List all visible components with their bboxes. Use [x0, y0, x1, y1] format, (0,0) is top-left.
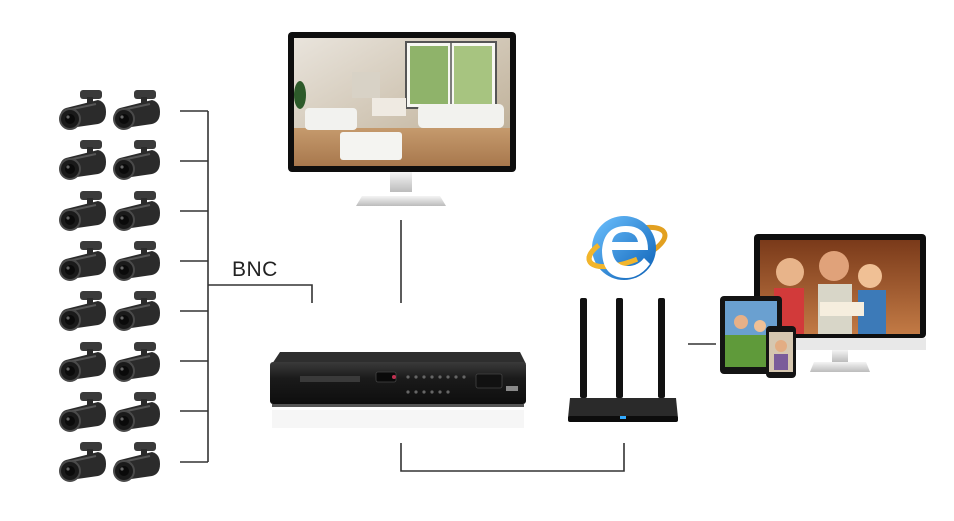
wifi-router-icon — [568, 298, 678, 422]
dvr-icon — [270, 352, 526, 428]
camera-icon — [110, 189, 164, 237]
camera-icon — [110, 440, 164, 488]
camera-icon — [110, 138, 164, 186]
camera-icon — [56, 440, 110, 488]
camera-icon — [56, 289, 110, 337]
camera-icon — [56, 138, 110, 186]
camera-icon — [110, 239, 164, 287]
camera-icon — [110, 340, 164, 388]
desktop-tablet-phone-icon — [720, 234, 926, 378]
camera-icon — [56, 340, 110, 388]
camera-icon — [110, 88, 164, 136]
camera-icon — [56, 88, 110, 136]
camera-icon — [110, 390, 164, 438]
camera-icon — [110, 289, 164, 337]
camera-icon — [56, 390, 110, 438]
monitor-icon — [288, 32, 516, 206]
bnc-label: BNC — [232, 258, 278, 282]
internet-explorer-icon — [584, 216, 669, 280]
camera-icon — [56, 239, 110, 287]
camera-icon — [56, 189, 110, 237]
